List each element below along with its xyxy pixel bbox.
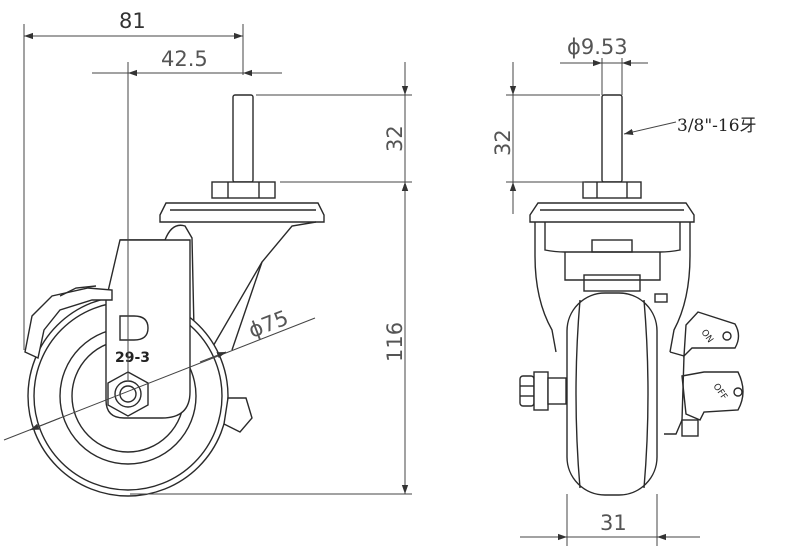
side-top-plate: [159, 202, 325, 223]
front-brake-off-pedal: [681, 371, 744, 421]
side-stem: [232, 94, 254, 183]
dim-wheel-diameter: ϕ75: [245, 306, 291, 343]
front-axle-nut: [519, 375, 535, 407]
front-top-plate: [529, 202, 695, 223]
front-dimensions: ϕ9.53 32 3/8"-16牙 31: [491, 35, 757, 546]
side-brake-pad: [223, 397, 253, 433]
dim-stem-length-front: 32: [491, 129, 515, 156]
thread-callout: 3/8"-16牙: [677, 116, 757, 136]
thread-leader: [623, 121, 677, 136]
brand-logo-icon: [119, 315, 149, 341]
dim-stem-length-side: 32: [383, 125, 407, 152]
side-fork: [120, 221, 317, 378]
side-nut: [211, 181, 276, 199]
front-view: ON OFF: [519, 94, 744, 496]
front-stem: [601, 94, 623, 183]
brand-model-label: 29-3: [115, 350, 150, 366]
side-brake: [24, 287, 113, 360]
dim-stem-offset: 42.5: [161, 47, 208, 71]
side-view: D 29-3: [24, 94, 325, 497]
side-dimensions: 81 42.5 32 116 ϕ75: [3, 9, 412, 495]
front-brake-on-pedal: [683, 311, 740, 358]
dim-overall-width: 81: [119, 9, 146, 33]
dim-stem-diameter: ϕ9.53: [567, 35, 628, 59]
front-nut: [582, 181, 642, 199]
front-fork: [534, 222, 557, 353]
dim-wheel-width: 31: [600, 511, 627, 535]
dim-height: 116: [383, 322, 407, 362]
front-wheel: [566, 292, 658, 496]
